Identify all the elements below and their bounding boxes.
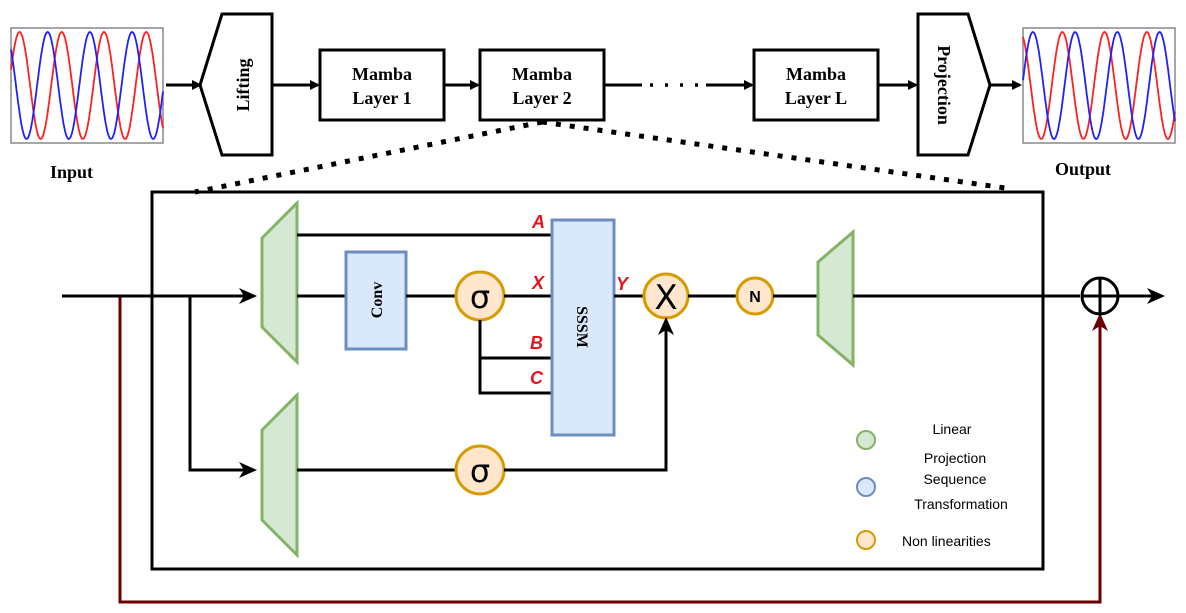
legend-sequence-line2: Transformation (914, 496, 1008, 512)
lifting-label: Lifting (233, 58, 253, 111)
output-label: Output (1055, 159, 1111, 179)
port-b-label: B (530, 333, 543, 353)
mamba-layer-detail-frame (150, 190, 1045, 571)
norm-block: N (735, 276, 775, 316)
sigma-label-main: σ (470, 278, 490, 316)
sssm-block: SSSM (550, 218, 616, 437)
sssm-label: SSSM (573, 306, 590, 348)
projection-label: Projection (934, 45, 954, 125)
mamba-layer-L-line1: Mamba (786, 64, 846, 84)
lifting-block: Lifting (198, 12, 274, 157)
linear-projection-in-gate (260, 391, 299, 559)
mamba-layer-L: Mamba Layer L (752, 48, 880, 122)
input-red-wave (10, 31, 164, 140)
norm-label: N (749, 289, 761, 306)
conv-label: Conv (369, 282, 386, 318)
legend-sequence-swatch (856, 477, 876, 497)
multiply-label: X (654, 278, 677, 318)
legend-linear-line2: Projection (924, 450, 986, 466)
output-signal-plot (1022, 27, 1176, 144)
mamba-layer-2-line1: Mamba (512, 64, 572, 84)
input-signal-plot (10, 27, 164, 144)
input-label: Input (50, 162, 93, 182)
projection-block: Projection (916, 12, 992, 157)
port-y-label: Y (616, 274, 630, 294)
mamba-layer-2: Mamba Layer 2 (478, 48, 606, 122)
linear-projection-out (816, 228, 855, 369)
output-red-wave (1022, 31, 1176, 140)
mamba-layer-1-line2: Layer 1 (352, 88, 411, 108)
sigma-activation-main: σ (454, 270, 506, 322)
residual-connection (118, 296, 1108, 604)
conv-block: Conv (344, 250, 408, 351)
sigma-label-gate: σ (470, 452, 490, 490)
port-c-label: C (530, 368, 544, 388)
legend: Linear Projection Sequence Transformatio… (856, 421, 1008, 550)
mamba-layer-1: Mamba Layer 1 (318, 48, 446, 122)
mamba-layer-1-line1: Mamba (352, 64, 412, 84)
multiply-gate: X (642, 272, 690, 320)
legend-sequence-line1: Sequence (923, 471, 986, 487)
output-blue-wave (1022, 31, 1176, 140)
mamba-layer-L-line2: Layer L (785, 88, 847, 108)
legend-nonlin-swatch (856, 530, 876, 550)
sigma-activation-gate: σ (454, 444, 506, 496)
port-x-label: X (531, 273, 545, 293)
input-blue-wave (10, 31, 164, 140)
legend-linear-swatch (856, 430, 876, 450)
linear-projection-in-top (260, 199, 299, 366)
legend-nonlin-label: Non linearities (902, 533, 991, 549)
sum-node (1080, 276, 1120, 316)
mamba-layer-2-line2: Layer 2 (512, 88, 571, 108)
legend-linear-line1: Linear (933, 421, 972, 437)
port-a-label: A (531, 212, 545, 232)
